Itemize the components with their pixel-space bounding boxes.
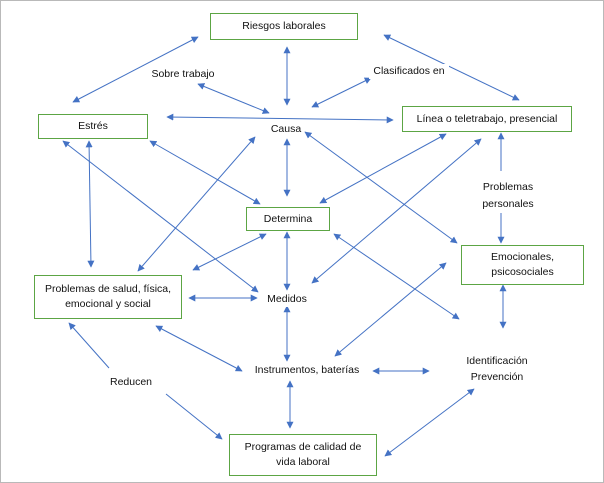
node-determina-text: Determina <box>263 212 313 225</box>
node-estres: Estrés <box>38 114 148 139</box>
arrow-estres-linea <box>166 113 394 124</box>
node-linea-teletrabajo-text: Línea o teletrabajo, presencial <box>416 112 558 125</box>
node-programas-calidad-text: Programas de calidad de vida laboral <box>244 441 362 468</box>
label-clasificados-en: Clasificados en <box>369 64 449 79</box>
node-linea-teletrabajo: Línea o teletrabajo, presencial <box>402 106 572 132</box>
label-medidos: Medidos <box>263 292 311 307</box>
arrow-programas-identificacion <box>384 388 475 457</box>
node-emocionales: Emocionales, psicosociales <box>461 245 584 285</box>
label-problemas-personales: Problemas personales <box>469 179 547 213</box>
arrow-riesgos-linea <box>383 34 520 101</box>
node-determina: Determina <box>246 207 330 231</box>
arrow-linea-determina <box>319 133 447 204</box>
label-sobre-trabajo: Sobre trabajo <box>145 67 221 82</box>
node-programas-calidad: Programas de calidad de vida laboral <box>229 434 377 476</box>
arrow-estres-problemas <box>85 140 95 268</box>
node-problemas-salud-text: Problemas de salud, física, emocional y … <box>44 283 172 310</box>
node-estres-text: Estrés <box>78 120 108 132</box>
arrow-problemas-reducen <box>68 322 110 369</box>
arrow-estres-medidos <box>62 140 259 293</box>
arrow-reducen-programas <box>165 393 223 440</box>
node-riesgos-laborales: Riesgos laborales <box>210 13 358 40</box>
arrow-determina-problemas <box>192 233 267 271</box>
arrow-riesgos-estres <box>72 36 199 103</box>
node-riesgos-laborales-text: Riesgos laborales <box>242 20 326 32</box>
arrow-sobre-trabajo-causa <box>197 83 270 114</box>
label-causa: Causa <box>268 122 304 137</box>
node-problemas-salud: Problemas de salud, física, emocional y … <box>34 275 182 319</box>
label-reducen: Reducen <box>107 375 155 390</box>
arrow-causa-problemas <box>137 136 256 272</box>
arrow-clasificados-causa <box>311 77 372 108</box>
arrow-determina-identificacion <box>333 233 460 320</box>
arrow-problemas-instrumentos <box>155 325 243 372</box>
arrow-instrumentos-emocionales <box>334 262 447 357</box>
node-emocionales-text: Emocionales, psicosociales <box>490 251 555 278</box>
label-identificacion-prevencion: Identificación Prevención <box>456 353 538 385</box>
label-instrumentos-baterias: Instrumentos, baterías <box>249 363 365 378</box>
